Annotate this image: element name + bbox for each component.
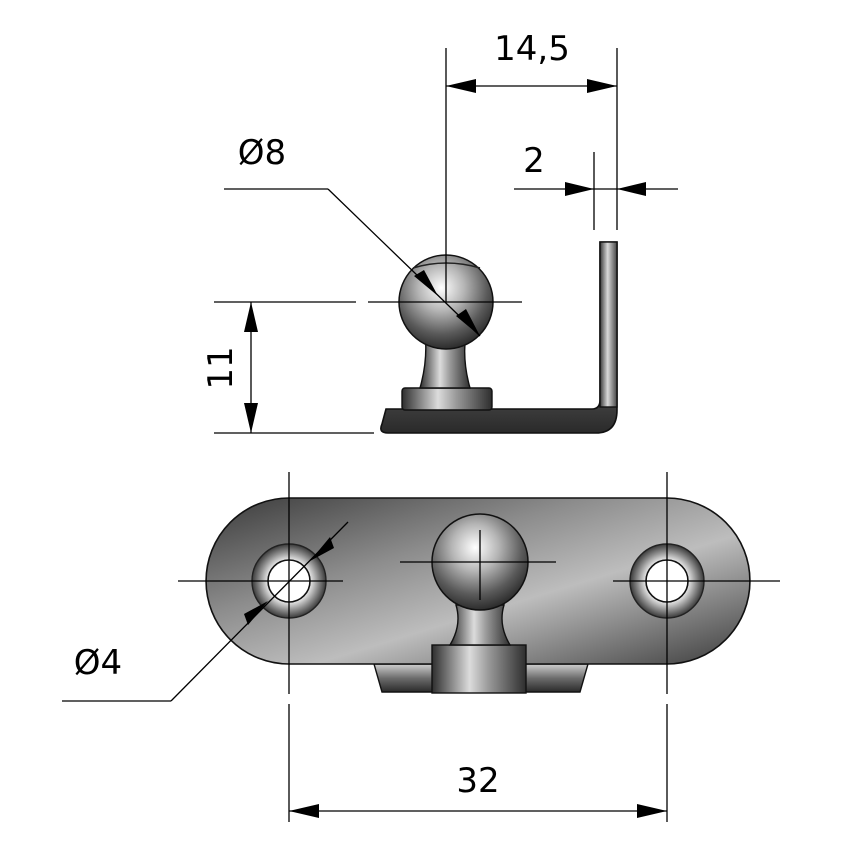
dim-ball-diameter: Ø8 (224, 133, 481, 337)
top-ball-neck (448, 604, 512, 646)
dim-label-14-5: 14,5 (494, 29, 570, 69)
dim-11: 11 (201, 301, 374, 434)
dim-2: 2 (514, 141, 678, 230)
dim-14-5: 14,5 (445, 29, 618, 302)
dim-32: 32 (288, 472, 668, 822)
dim-label-2: 2 (523, 141, 545, 181)
dim-label-ball-diameter: Ø8 (238, 133, 286, 173)
dim-label-32: 32 (456, 761, 499, 801)
dim-label-11: 11 (201, 346, 241, 389)
dim-hole-diameter: Ø4 (62, 521, 349, 702)
dim-label-hole-diameter: Ø4 (74, 643, 122, 683)
top-view (178, 497, 780, 694)
side-step (401, 387, 493, 411)
side-vertical-flange (599, 241, 618, 408)
top-ball-base (431, 644, 527, 694)
side-view (368, 241, 618, 434)
side-base-plate (380, 241, 618, 434)
